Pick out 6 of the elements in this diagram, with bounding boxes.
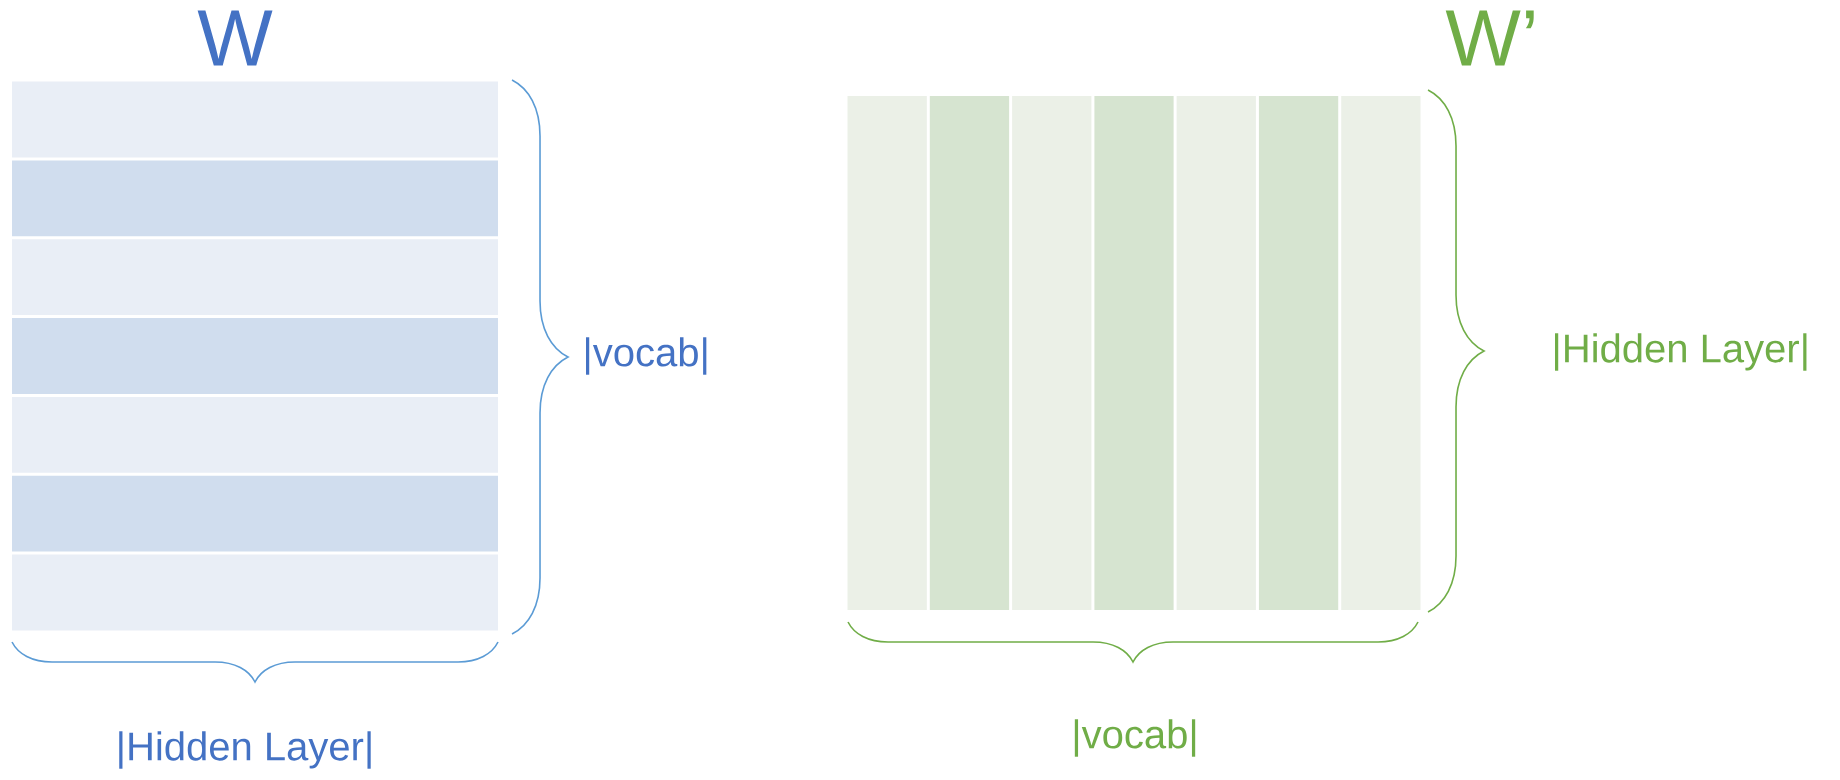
- dimension-label: |vocab|: [586, 337, 707, 375]
- dimension-label: |vocab|: [1074, 719, 1196, 757]
- matrix-title: W: [197, 10, 273, 66]
- matrix-title: W’: [1445, 10, 1534, 66]
- dimension-label: |Hidden Layer|: [1555, 333, 1807, 371]
- dimension-label: |Hidden Layer|: [119, 731, 371, 769]
